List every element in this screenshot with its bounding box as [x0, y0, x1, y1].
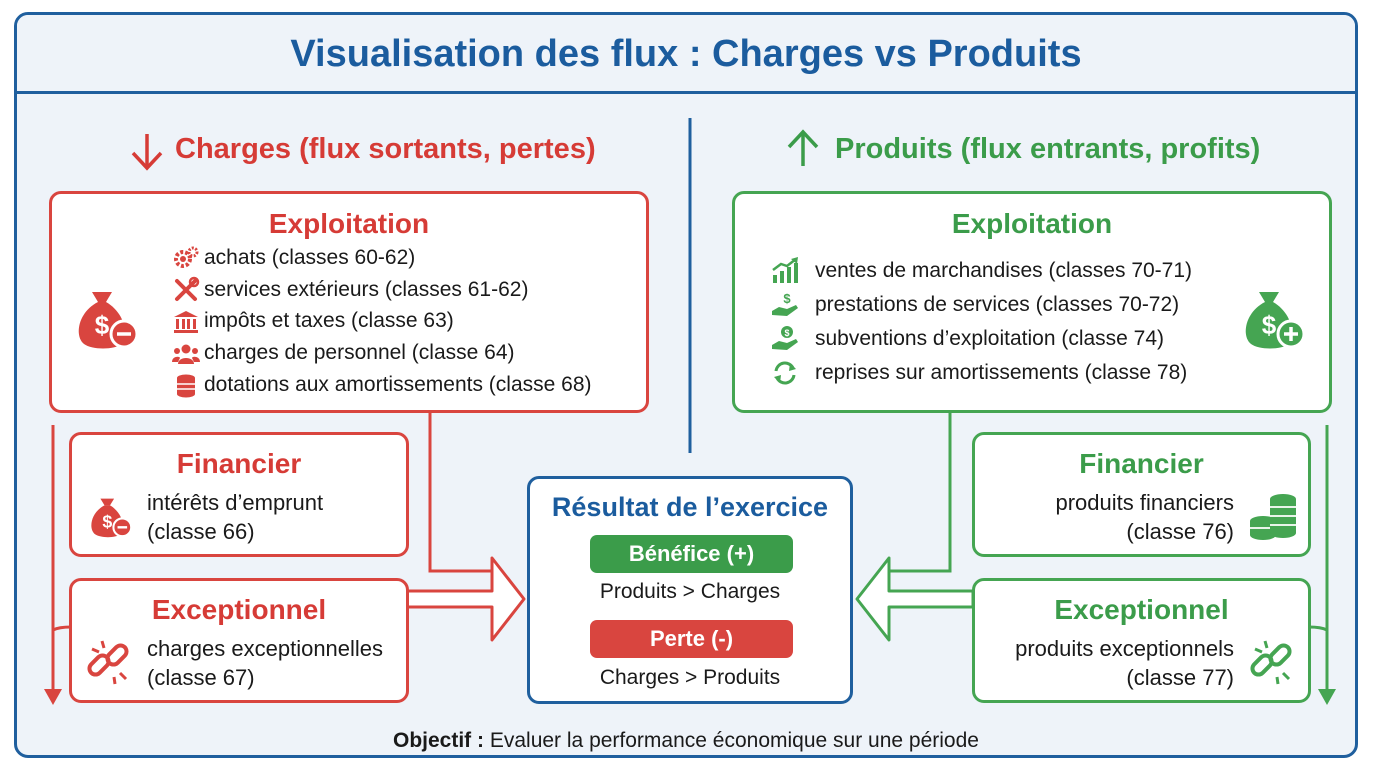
- diagram-frame: Visualisation des flux : Charges vs Prod…: [14, 12, 1358, 758]
- money-bag-plus-icon: $: [1245, 292, 1306, 349]
- charges-financier-title: Financier: [176, 448, 302, 479]
- charges-exploitation-item: dotations aux amortissements (classe 68): [204, 373, 592, 396]
- charges-exceptionnel-line1: charges exceptionnelles: [147, 636, 384, 661]
- title-bar: Visualisation des flux : Charges vs Prod…: [17, 15, 1355, 94]
- hand-coin-icon: $: [772, 326, 798, 350]
- footer-label: Objectif :: [393, 729, 485, 752]
- svg-text:$: $: [783, 291, 791, 306]
- produits-exceptionnel-title: Exceptionnel: [1054, 594, 1229, 625]
- charges-financier-line1: intérêts d’emprunt: [147, 490, 324, 515]
- arrow-down-icon: [131, 134, 163, 171]
- charges-down-arrowhead: [44, 689, 62, 705]
- produits-exploitation-item: reprises sur amortissements (classe 78): [815, 361, 1188, 384]
- produits-exceptionnel-box: Exceptionnel produits exceptionnels (cla…: [972, 578, 1311, 703]
- produits-exploitation-item: prestations de services (classes 70-72): [815, 293, 1180, 316]
- bank-icon: [174, 311, 198, 333]
- perte-badge: Perte (-): [590, 620, 793, 658]
- produits-exploitation-item: subventions d’exploitation (classe 74): [815, 327, 1165, 350]
- svg-text:$: $: [1262, 310, 1277, 340]
- footer-text: Evaluer la performance économique sur un…: [484, 729, 979, 752]
- produits-exploitation-box: Exploitation ventes de marchandises (cla…: [732, 191, 1332, 413]
- produits-financier-box: Financier produits financiers (classe 76…: [972, 432, 1311, 557]
- growth-chart-icon: [772, 257, 798, 283]
- charges-exploitation-item: impôts et taxes (classe 63): [204, 309, 454, 332]
- svg-text:$: $: [102, 511, 112, 531]
- svg-text:$: $: [95, 310, 110, 340]
- gears-icon: [174, 246, 199, 268]
- produits-financier-title: Financier: [1079, 448, 1204, 479]
- footer-objective: Objectif : Evaluer la performance économ…: [17, 729, 1355, 753]
- coins-stack-icon: [1250, 494, 1296, 540]
- money-bag-minus-icon: $: [78, 292, 139, 349]
- money-bag-minus-icon: $: [91, 498, 133, 538]
- charges-exceptionnel-box: Exceptionnel charges exceptionnelles (cl…: [69, 578, 409, 703]
- charges-financier-line2: (classe 66): [147, 519, 255, 544]
- charges-financier-box: Financier $ intérêts d’emprunt (classe 6…: [69, 432, 409, 557]
- charges-to-result-arrow: [405, 556, 526, 642]
- charges-exploitation-item: achats (classes 60-62): [204, 246, 416, 269]
- resultat-box: Résultat de l’exercice Bénéfice (+) Prod…: [527, 476, 853, 704]
- charges-exploitation-connector: [428, 413, 502, 573]
- produits-exploitation-connector: [879, 413, 952, 573]
- charges-exploitation-item: charges de personnel (classe 64): [204, 341, 515, 364]
- coins-stack-icon: [177, 374, 195, 398]
- charges-exceptionnel-line2: (classe 67): [147, 665, 255, 690]
- benefice-condition: Produits > Charges: [599, 580, 781, 603]
- page-title: Visualisation des flux : Charges vs Prod…: [290, 33, 1082, 75]
- broken-link-icon: [87, 640, 129, 685]
- refresh-icon: [774, 361, 796, 385]
- charges-exploitation-item: services extérieurs (classes 61-62): [204, 278, 529, 301]
- produits-exploitation-title: Exploitation: [951, 208, 1113, 239]
- charges-exceptionnel-title: Exceptionnel: [151, 594, 327, 625]
- produits-heading: Produits (flux entrants, profits): [835, 133, 1261, 165]
- people-icon: [172, 344, 200, 364]
- produits-to-result-arrow: [855, 556, 975, 642]
- hand-money-icon: $: [772, 291, 798, 316]
- resultat-title: Résultat de l’exercice: [551, 492, 829, 522]
- svg-text:$: $: [784, 328, 789, 338]
- produits-exceptionnel-line2: (classe 77): [1126, 665, 1234, 690]
- produits-financier-line2: (classe 76): [1126, 519, 1234, 544]
- arrow-up-icon: [787, 129, 819, 166]
- tools-icon: [175, 276, 200, 301]
- produits-exploitation-item: ventes de marchandises (classes 70-71): [815, 259, 1193, 282]
- broken-link-icon: [1250, 640, 1292, 685]
- produits-down-arrowhead: [1318, 689, 1336, 705]
- produits-financier-line1: produits financiers: [1055, 490, 1234, 515]
- charges-exploitation-box: Exploitation $ achats (classes 60-62) se…: [49, 191, 649, 413]
- charges-heading: Charges (flux sortants, pertes): [175, 133, 596, 165]
- perte-condition: Charges > Produits: [599, 666, 781, 689]
- produits-exceptionnel-line1: produits exceptionnels: [1015, 636, 1234, 661]
- benefice-badge: Bénéfice (+): [590, 535, 793, 573]
- charges-exploitation-title: Exploitation: [268, 208, 430, 239]
